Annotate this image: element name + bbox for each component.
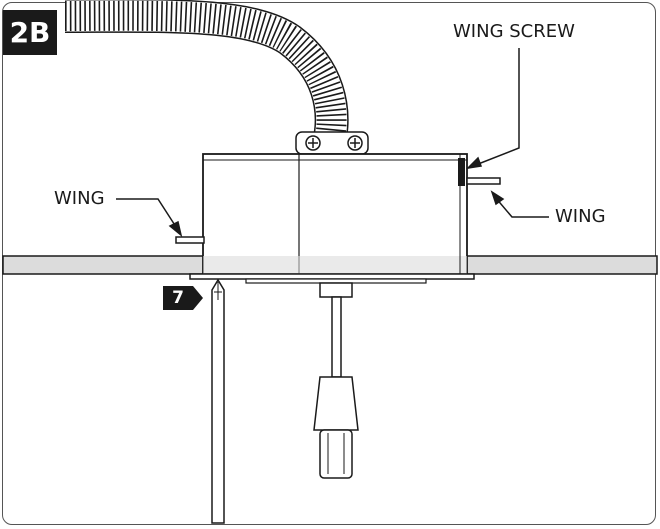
leader-lines [116, 48, 549, 310]
wing-right-label: WING [555, 206, 606, 227]
left-wing [175, 236, 205, 244]
right-wing [466, 177, 501, 185]
conduit-clamp [295, 131, 369, 155]
trim-flange [189, 273, 475, 284]
junction-box [202, 153, 468, 275]
step-badge: 2B [3, 10, 57, 55]
screwdriver-phillips [211, 278, 225, 524]
wing-left-label: WING [54, 188, 105, 209]
screwdriver-center [313, 282, 359, 479]
wing-screw-label: WING SCREW [453, 21, 575, 42]
flexible-conduit [64, 0, 349, 141]
wing-screw [458, 158, 465, 186]
callout-number-badge: 7 [163, 286, 193, 310]
